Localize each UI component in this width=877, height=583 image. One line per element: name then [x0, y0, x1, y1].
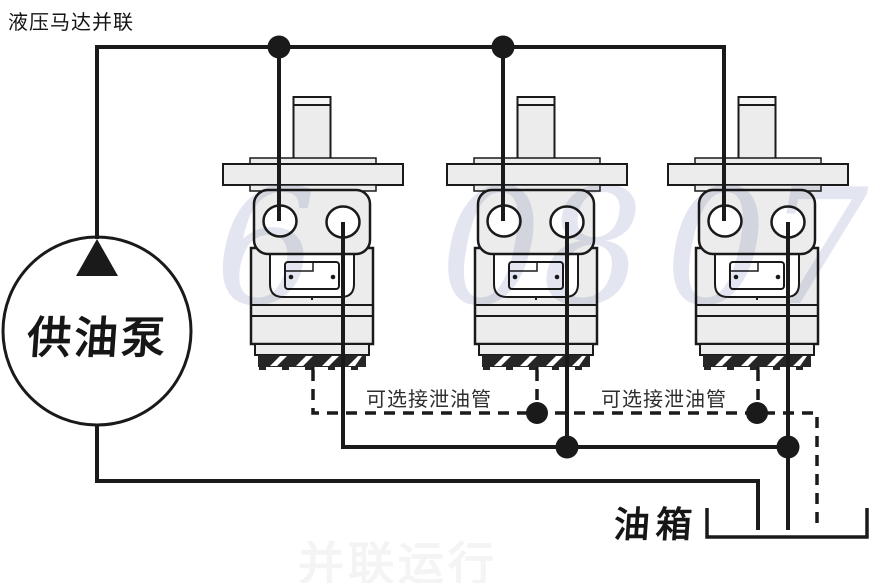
- return-junction-dot-1: [555, 435, 579, 459]
- supply-pump-label: 供油泵: [25, 313, 170, 364]
- pump-suction-line: [95, 425, 760, 530]
- drain-junction-dot-2: [746, 402, 768, 424]
- oil-tank-label: 油箱: [612, 504, 700, 546]
- drain-dashed-line: [311, 370, 819, 528]
- drain-label-left: 可选接泄油管: [366, 389, 492, 411]
- supply-junction-dot-2: [491, 35, 515, 59]
- return-bus-line: [341, 222, 788, 449]
- drain-junction-dot-1: [526, 402, 548, 424]
- oil-tank-symbol: [705, 508, 869, 539]
- diagram-title: 液压马达并联: [8, 12, 134, 34]
- hydraulic-motor-1: [221, 95, 405, 378]
- supply-junction-dot-1: [267, 35, 291, 59]
- supply-bus-line: [95, 45, 726, 239]
- hydraulic-motor-3: [666, 95, 850, 378]
- pump-flow-triangle-icon: [76, 239, 118, 276]
- hydraulic-motor-2: [445, 95, 629, 378]
- drain-label-right: 可选接泄油管: [601, 389, 727, 411]
- return-junction-dot-2: [776, 435, 800, 459]
